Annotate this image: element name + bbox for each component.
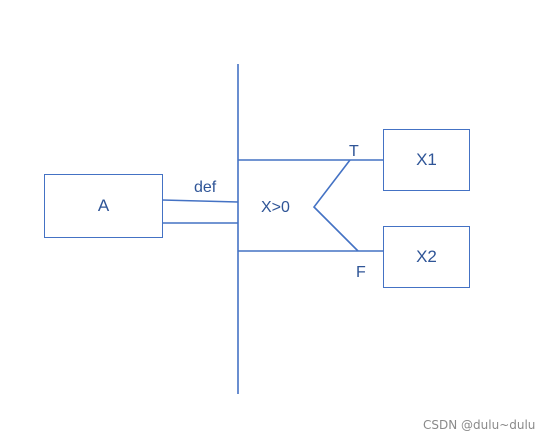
decision-chevron <box>312 159 359 252</box>
node-x2-label: X2 <box>416 247 437 266</box>
def-label: def <box>194 179 217 196</box>
condition-label: X>0 <box>261 199 290 216</box>
node-x1-label: X1 <box>416 150 437 169</box>
node-a-label: A <box>97 196 110 215</box>
false-branch-label: F <box>356 264 366 281</box>
node-a: A <box>44 174 163 238</box>
true-branch-label: T <box>349 143 359 160</box>
def-connector-upper <box>161 199 239 203</box>
node-x1: X1 <box>383 129 470 191</box>
watermark: CSDN @dulu~dulu <box>423 418 536 432</box>
node-x2: X2 <box>383 226 470 288</box>
